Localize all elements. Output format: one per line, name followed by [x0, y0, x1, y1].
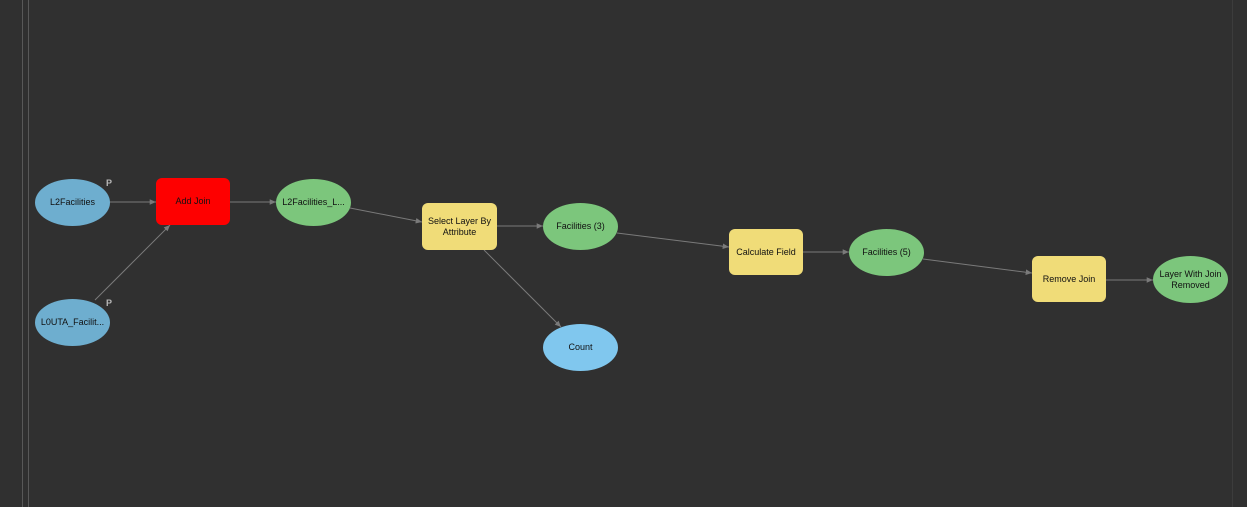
- tool-select-layer-by-attribute[interactable]: Select Layer By Attribute: [422, 203, 497, 250]
- tool-select-layer-by-attribute-label: Select Layer By Attribute: [427, 215, 492, 237]
- node-l2facilities-label: L2Facilities: [49, 197, 96, 207]
- node-count[interactable]: Count: [543, 324, 618, 371]
- node-l0uta-facilities[interactable]: L0UTA_Facilit...: [35, 299, 110, 346]
- node-facilities-3[interactable]: Facilities (3): [543, 203, 618, 250]
- node-l2facilities[interactable]: L2Facilities: [35, 179, 110, 226]
- canvas-left-border: [22, 0, 23, 507]
- connector-select-to-count[interactable]: [483, 249, 562, 328]
- tool-calculate-field-label: Calculate Field: [736, 246, 796, 257]
- tool-add-join-label: Add Join: [175, 196, 211, 206]
- node-l2facilities-layer[interactable]: L2Facilities_L...: [276, 179, 351, 226]
- parameter-marker-l2facilities: P: [106, 178, 113, 188]
- tool-remove-join-label: Remove Join: [1042, 273, 1096, 284]
- node-l0uta-facilities-label: L0UTA_Facilit...: [40, 317, 105, 327]
- canvas-right-border: [1232, 0, 1233, 507]
- node-l2facilities-layer-label: L2Facilities_L...: [282, 197, 345, 207]
- node-layer-with-join-removed[interactable]: Layer With Join Removed: [1153, 256, 1228, 303]
- canvas-left-border-inner: [28, 0, 29, 507]
- parameter-marker-l0uta: P: [106, 298, 113, 308]
- connector-facilities-5-to-remove-join[interactable]: [922, 258, 1033, 275]
- node-facilities-3-label: Facilities (3): [556, 221, 605, 231]
- tool-calculate-field[interactable]: Calculate Field: [729, 229, 803, 275]
- node-layer-with-join-removed-label: Layer With Join Removed: [1159, 268, 1222, 290]
- node-facilities-5-label: Facilities (5): [862, 247, 911, 257]
- connector-l2facilities-layer-to-select[interactable]: [349, 207, 423, 224]
- connector-facilities-3-to-calculate-field[interactable]: [616, 232, 730, 249]
- connector-l0uta-to-add-join[interactable]: [94, 224, 171, 301]
- tool-remove-join[interactable]: Remove Join: [1032, 256, 1106, 302]
- tool-add-join[interactable]: Add Join: [156, 178, 230, 225]
- node-count-label: Count: [568, 342, 593, 352]
- node-facilities-5[interactable]: Facilities (5): [849, 229, 924, 276]
